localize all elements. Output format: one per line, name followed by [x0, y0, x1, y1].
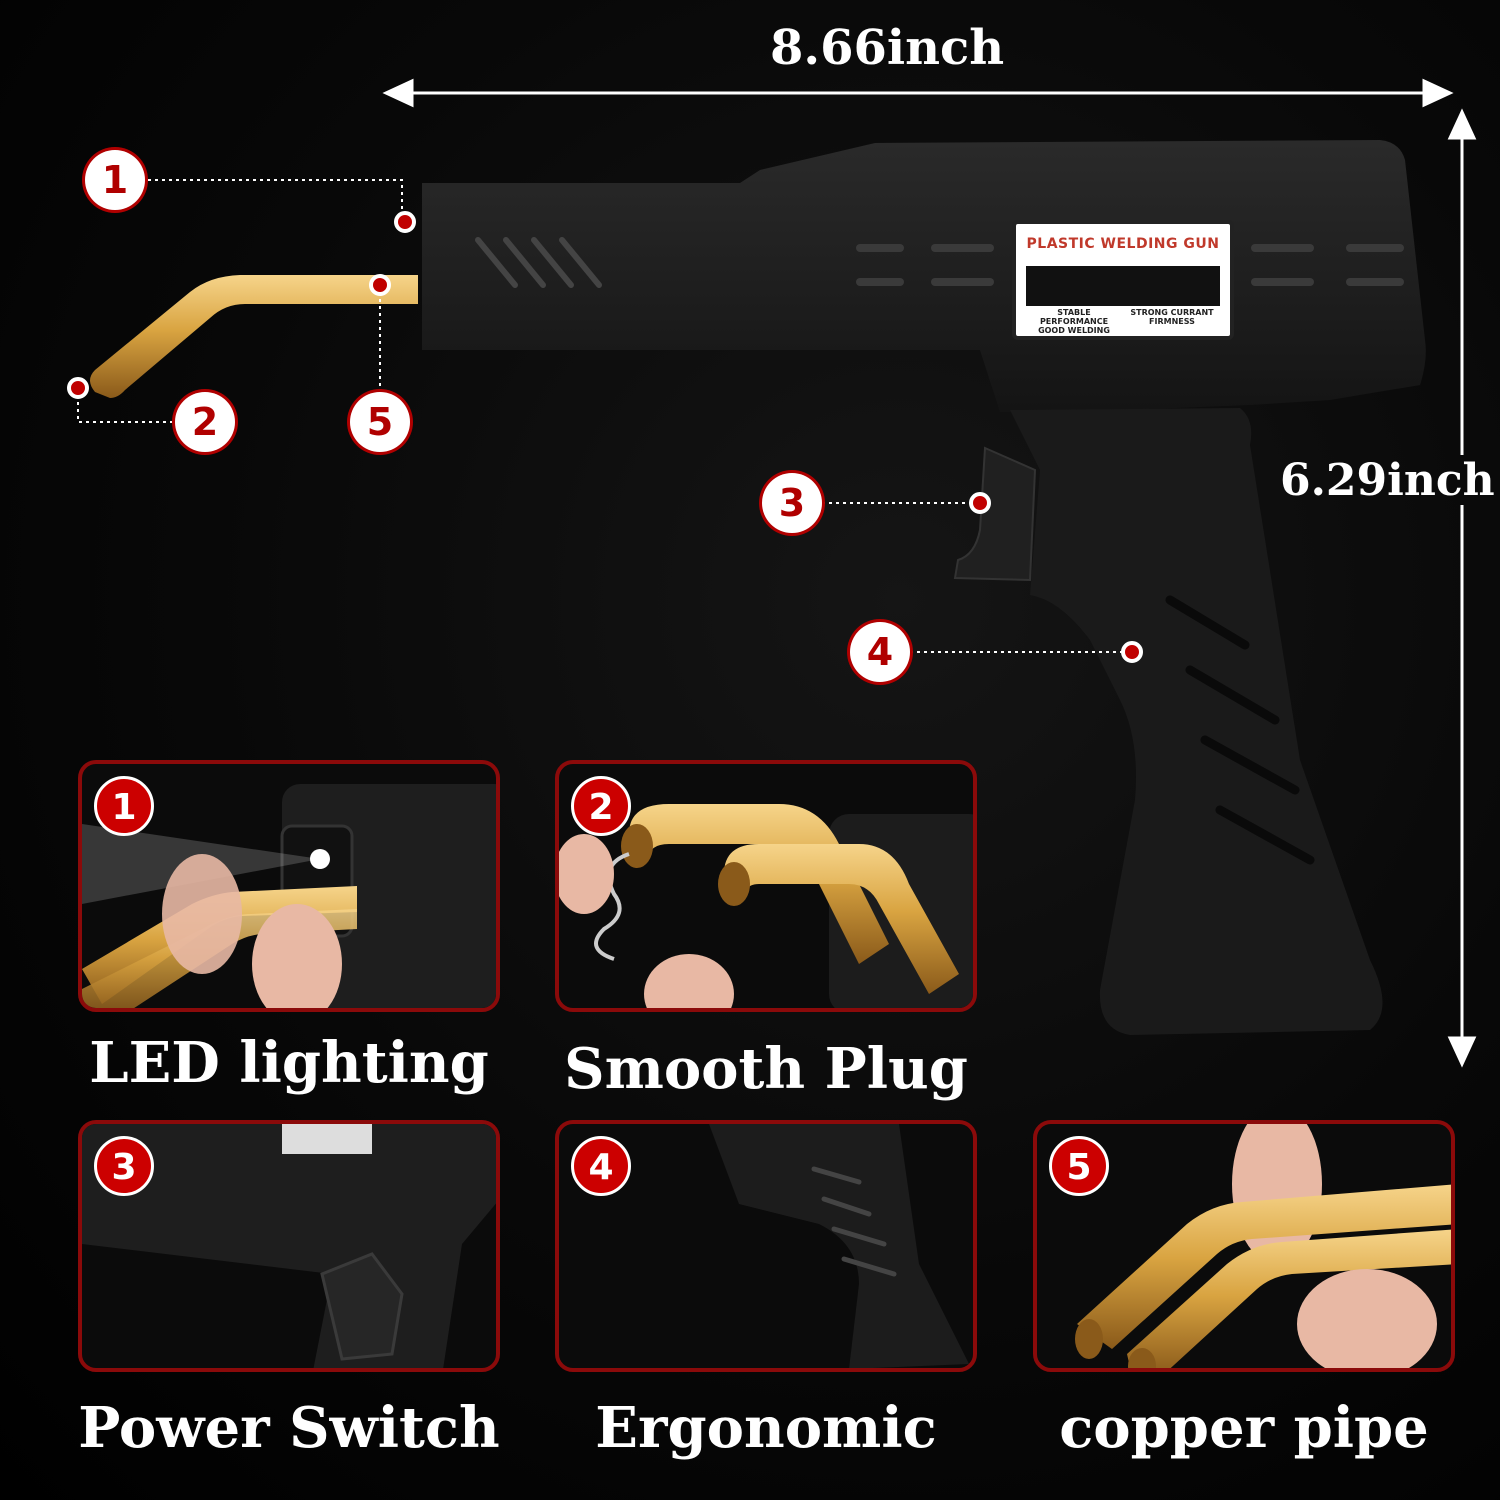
feature-panel-copper-pipe: 5: [1033, 1120, 1455, 1372]
feature-caption-ergonomic: Ergonomic: [595, 1395, 937, 1461]
feature-panel-led: 1: [78, 760, 500, 1012]
feature-badge-5: 5: [1049, 1136, 1109, 1196]
nameplate-title: PLASTIC WELDING GUN: [1026, 236, 1220, 252]
feature-badge-2: 2: [571, 776, 631, 836]
feature-badge-3: 3: [94, 1136, 154, 1196]
height-dimension-arrow: [1447, 108, 1477, 1068]
callout-badge-4: 4: [850, 622, 910, 682]
feature-caption-led: LED lighting: [89, 1030, 489, 1096]
feature-badge-4: 4: [571, 1136, 631, 1196]
callout-badge-1: 1: [85, 150, 145, 210]
feature-panel-ergonomic: 4: [555, 1120, 977, 1372]
callout-leaders: [77, 179, 1132, 653]
nameplate-left-text: STABLE PERFORMANCE GOOD WELDING: [1038, 308, 1110, 335]
feature-caption-plug: Smooth Plug: [564, 1036, 968, 1102]
feature-panel-switch: 3: [78, 1120, 500, 1372]
feature-badge-1: 1: [94, 776, 154, 836]
feature-caption-copper-pipe: copper pipe: [1059, 1395, 1429, 1461]
width-label: 8.66inch: [770, 20, 1005, 76]
feature-caption-switch: Power Switch: [78, 1395, 500, 1461]
callout-badge-2: 2: [175, 392, 235, 452]
copper-pipe: [90, 275, 418, 398]
feature-panel-plug: 2: [555, 760, 977, 1012]
product-nameplate: PLASTIC WELDING GUN STABLE PERFORMANCE G…: [1012, 220, 1234, 340]
height-label: 6.29inch: [1280, 455, 1495, 506]
nameplate-bar: [1026, 266, 1220, 306]
gun-body: [422, 140, 1426, 1035]
nameplate-right-text: STRONG CURRANT FIRMNESS: [1130, 308, 1214, 326]
callout-dots: [67, 211, 1143, 663]
width-dimension-arrow: [382, 78, 1454, 108]
callout-badge-5: 5: [350, 392, 410, 452]
callout-badge-3: 3: [762, 473, 822, 533]
